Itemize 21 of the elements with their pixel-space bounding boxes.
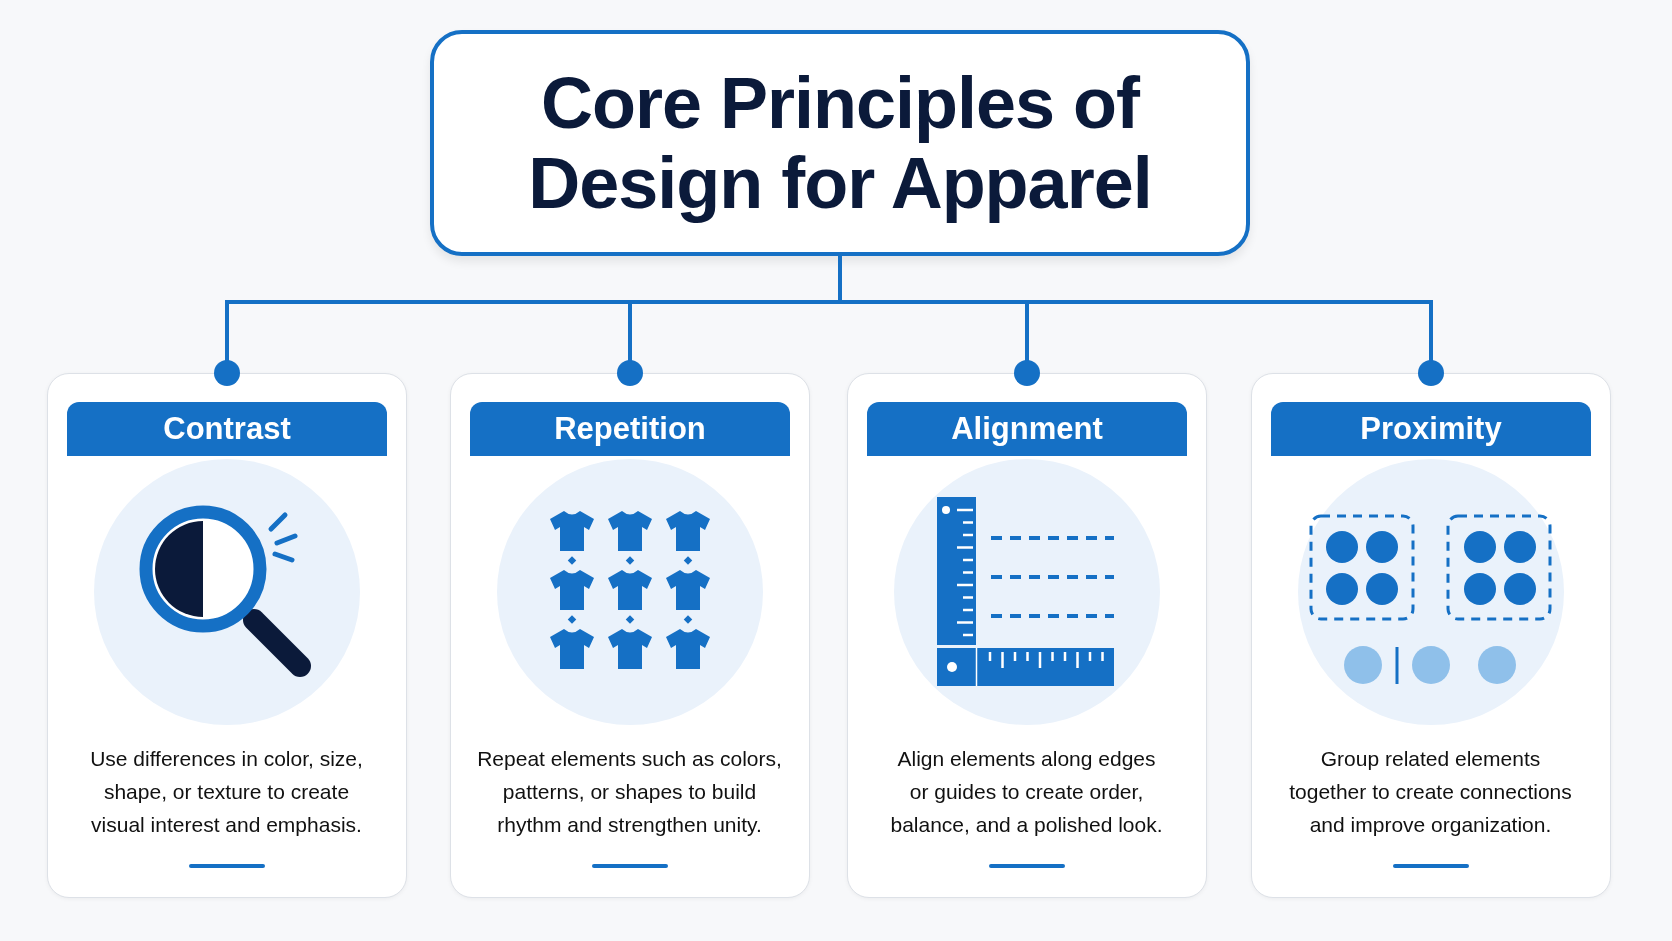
title-text: Core Principles of Design for Apparel — [527, 63, 1153, 223]
principle-card — [47, 373, 407, 898]
connector-line — [630, 300, 840, 304]
connector-line — [1014, 302, 1040, 386]
connector-line — [214, 300, 630, 386]
card-heading: Contrast — [163, 410, 291, 448]
connector-line — [617, 302, 643, 386]
description-text: Align elements along edges or guides to create order, balance, and a polished look. — [889, 746, 1164, 838]
connector-line — [838, 256, 842, 302]
connector-line — [1027, 300, 1444, 386]
card-heading: Alignment — [951, 410, 1103, 448]
principle-card — [847, 373, 1207, 898]
title-box — [430, 30, 1250, 256]
description-text: Group related elements together to create connections and improve organization. — [1288, 746, 1573, 838]
description-text: Repeat elements such as colors, patterns, or shapes to build rhythm and strengthen unity. — [476, 746, 783, 838]
connector-line — [840, 300, 1027, 304]
description-text: Use differences in color, size, shape, or texture to create visual interest and emphasis. — [89, 746, 364, 838]
card-heading: Proximity — [1360, 410, 1502, 448]
principle-card — [1251, 373, 1611, 898]
principle-card — [450, 373, 810, 898]
card-heading: Repetition — [554, 410, 706, 448]
